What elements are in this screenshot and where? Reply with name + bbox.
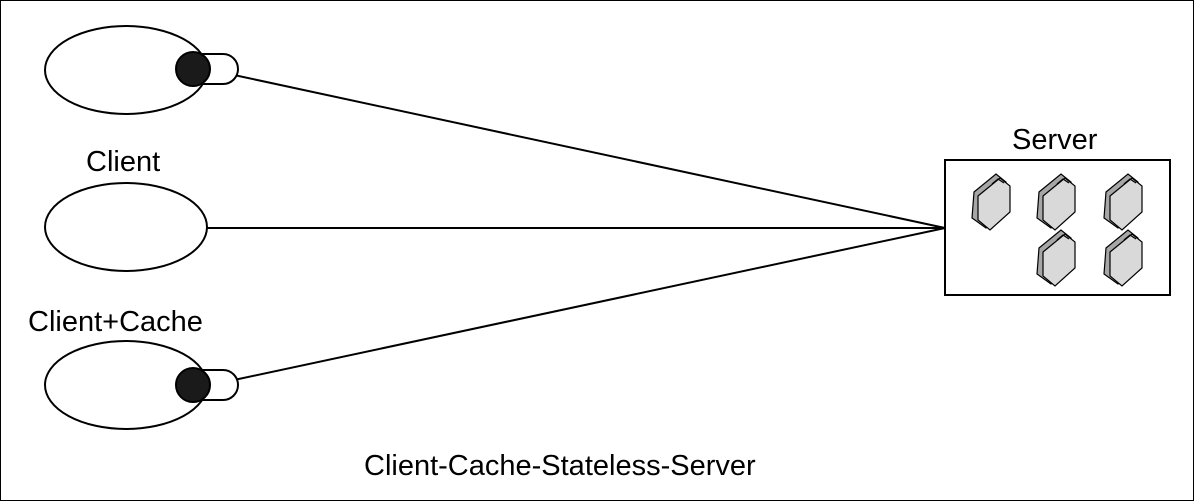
diagram-caption: Client-Cache-Stateless-Server (364, 450, 756, 482)
connection-line-bottom (233, 227, 946, 381)
client-cache-label: Client+Cache (28, 306, 203, 338)
client-cache-node-top (44, 25, 239, 115)
cache-icon (175, 51, 211, 87)
client-label: Client (86, 146, 161, 178)
server-label: Server (1012, 124, 1098, 156)
server-node (944, 159, 1171, 296)
client-cache-node-bottom (44, 340, 239, 430)
connections (206, 74, 946, 381)
cache-icon (175, 367, 211, 403)
client-ellipse (44, 182, 208, 272)
connection-line-top (233, 74, 946, 229)
client-node (44, 182, 208, 272)
